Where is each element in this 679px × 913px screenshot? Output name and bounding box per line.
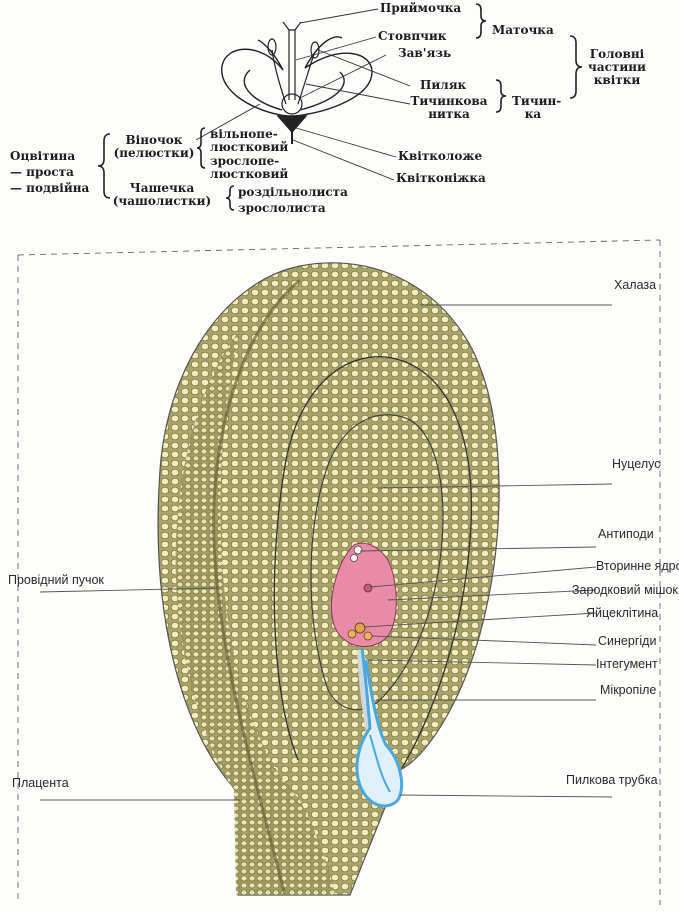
label-nucellus: Нуцелус [612, 457, 661, 471]
antipodal-cell [353, 545, 363, 555]
petal-inner-left [243, 69, 283, 111]
brace-pistil [475, 3, 487, 39]
brace-corolla [196, 127, 206, 169]
label-pedicel: Квітконіжка [396, 171, 486, 185]
label-calyx-free: роздільнолиста [238, 185, 348, 199]
pollen-tube-inner [369, 734, 391, 793]
petal-inner-right [299, 71, 345, 111]
label-chalaza: Халаза [614, 278, 657, 292]
embryo-sac [330, 542, 397, 647]
label-calyx: Чашечка (чашолистки) [112, 181, 212, 208]
anther-left [267, 38, 277, 56]
flower-braces [97, 3, 583, 211]
secondary-nucleus [363, 583, 373, 593]
label-main-parts: Головні частини квітки [588, 47, 646, 87]
label-stigma: Приймочка [380, 1, 462, 15]
antipodal-cell [350, 554, 358, 562]
label-antipodals: Антиподи [598, 527, 654, 541]
label-perianth-double: — подвійна [10, 181, 90, 195]
label-ovary: Зав'язь [398, 46, 452, 60]
label-secondary-nucleus: Вторинне ядро [596, 559, 679, 573]
label-integument: Інтегумент [596, 657, 658, 671]
petal-left [221, 48, 288, 117]
label-receptacle: Квітколоже [398, 149, 483, 163]
label-anther: Пиляк [420, 78, 467, 92]
petal-back-left [257, 39, 284, 71]
label-placenta: Плацента [12, 776, 69, 790]
inner-integument [273, 356, 472, 769]
brace-calyx [225, 185, 235, 211]
label-corolla: Віночок (пелюстки) [113, 133, 195, 160]
label-corolla-fused: зрослопе-люстковий [210, 154, 289, 181]
egg-cell [354, 622, 366, 634]
stamen-left [271, 49, 287, 105]
label-embryo-sac: Зародковий мішок [572, 583, 678, 597]
label-corolla-free: вільнопе-люстковий [210, 127, 289, 154]
label-stamen: Тичин-ка [512, 94, 562, 121]
petal-back-right [304, 36, 343, 69]
label-vascular-bundle: Провідний пучок [8, 573, 104, 587]
label-synergids: Синергіди [598, 634, 657, 648]
vascular-bundle [212, 278, 301, 896]
petal-right [294, 52, 373, 117]
ovule-drawing [157, 262, 500, 896]
label-style: Стовпчик [378, 29, 447, 43]
sepals [276, 115, 308, 134]
pistil-ovary [281, 93, 303, 115]
synergid-cell [363, 631, 373, 641]
flower-leader-lines [195, 8, 411, 181]
label-perianth: Оцвітина [10, 149, 76, 163]
brace-stamen [495, 79, 507, 113]
label-egg-cell: Яйцеклітина [586, 606, 659, 620]
label-perianth-simple: — проста [10, 165, 74, 179]
brace-main [569, 35, 583, 99]
label-micropyle: Мікропіле [600, 683, 657, 697]
flower-drawing [221, 21, 373, 144]
ovule-frame [17, 239, 661, 905]
label-pollen-tube: Пилкова трубка [566, 773, 658, 787]
synergid-cell [347, 629, 357, 639]
label-pistil: Маточка [492, 23, 554, 37]
brace-perianth [97, 133, 111, 199]
label-filament: Тичинкова нитка [410, 94, 488, 121]
pistil-style [288, 30, 296, 100]
label-calyx-fused: зрослолиста [238, 201, 326, 215]
pistil-stigma [282, 21, 302, 31]
stamen-right [297, 53, 315, 105]
pollen-tube [355, 647, 403, 808]
ovule-leader-lines [39, 304, 613, 801]
